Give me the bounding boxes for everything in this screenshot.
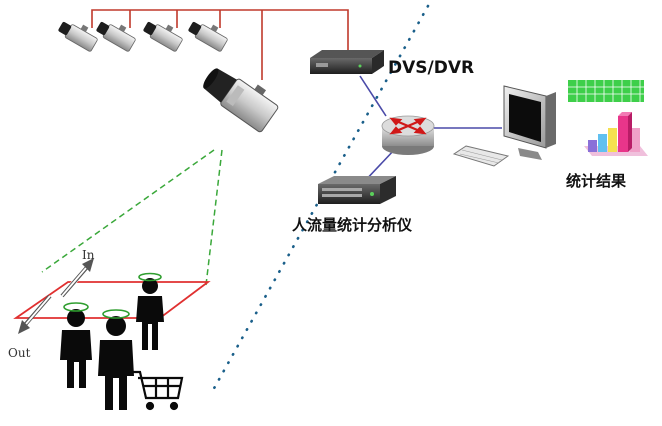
camera-icon bbox=[96, 21, 136, 52]
router-icon bbox=[381, 115, 435, 155]
camera-bus bbox=[91, 9, 349, 80]
in-label: In bbox=[82, 248, 95, 262]
shopping-cart-icon bbox=[128, 370, 184, 411]
analyzer-label: 人流量统计分析仪 bbox=[292, 216, 413, 234]
out-label: Out bbox=[8, 346, 31, 360]
analyzer-server-icon bbox=[318, 176, 396, 204]
data-table-icon bbox=[568, 80, 644, 102]
person-silhouette bbox=[136, 278, 164, 350]
main-camera-icon bbox=[203, 68, 279, 133]
person-silhouette bbox=[60, 309, 92, 388]
head-ring bbox=[102, 309, 130, 319]
head-ring bbox=[63, 302, 89, 312]
camera-icon bbox=[58, 21, 98, 52]
bar-chart-icon bbox=[584, 112, 648, 156]
dvs-dvr-label: DVS/DVR bbox=[388, 58, 475, 78]
person-silhouette bbox=[98, 316, 134, 410]
dvr-device-icon bbox=[310, 50, 384, 74]
camera-icon bbox=[188, 21, 228, 52]
results-label: 统计结果 bbox=[566, 172, 627, 190]
in-arrow bbox=[60, 258, 94, 298]
camera-icon bbox=[143, 21, 183, 52]
head-ring bbox=[138, 272, 162, 282]
computer-icon bbox=[452, 85, 556, 167]
out-arrow bbox=[18, 294, 52, 334]
view-cone bbox=[41, 149, 223, 286]
